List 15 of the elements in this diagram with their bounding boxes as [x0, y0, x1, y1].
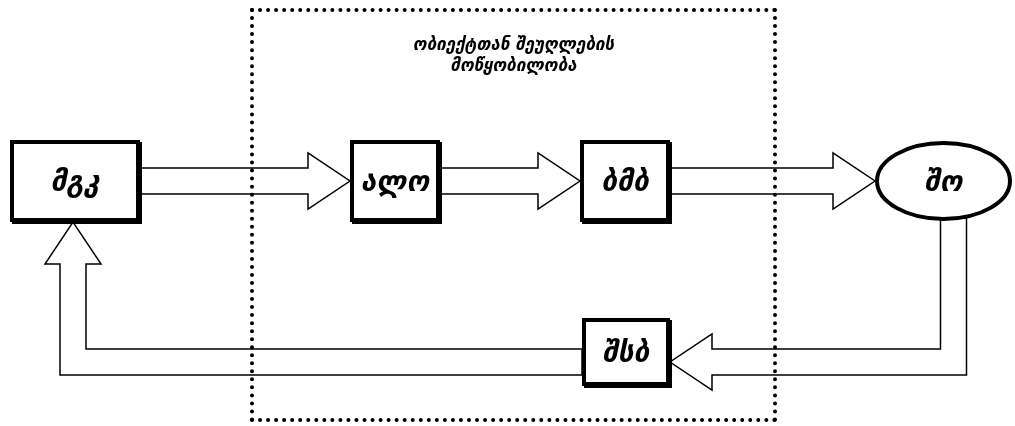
group-title: ობიექტთან შეუღლების მოწყობილობა [411, 34, 616, 77]
terminal-ellipse [875, 141, 1012, 221]
node-label: შო [924, 164, 963, 198]
dotted-group-region [250, 8, 777, 422]
node-label: ალო [360, 164, 430, 198]
hollow-arrow [139, 151, 352, 211]
process-box [10, 140, 140, 222]
node-label: მგკ [50, 164, 100, 198]
node-label: შსბ [602, 335, 650, 369]
hollow-arrow [669, 151, 877, 211]
process-box [582, 318, 670, 386]
process-box [350, 140, 440, 222]
process-box [580, 140, 670, 222]
node-label: ბმბ [601, 164, 649, 198]
hollow-arrow [439, 151, 582, 211]
